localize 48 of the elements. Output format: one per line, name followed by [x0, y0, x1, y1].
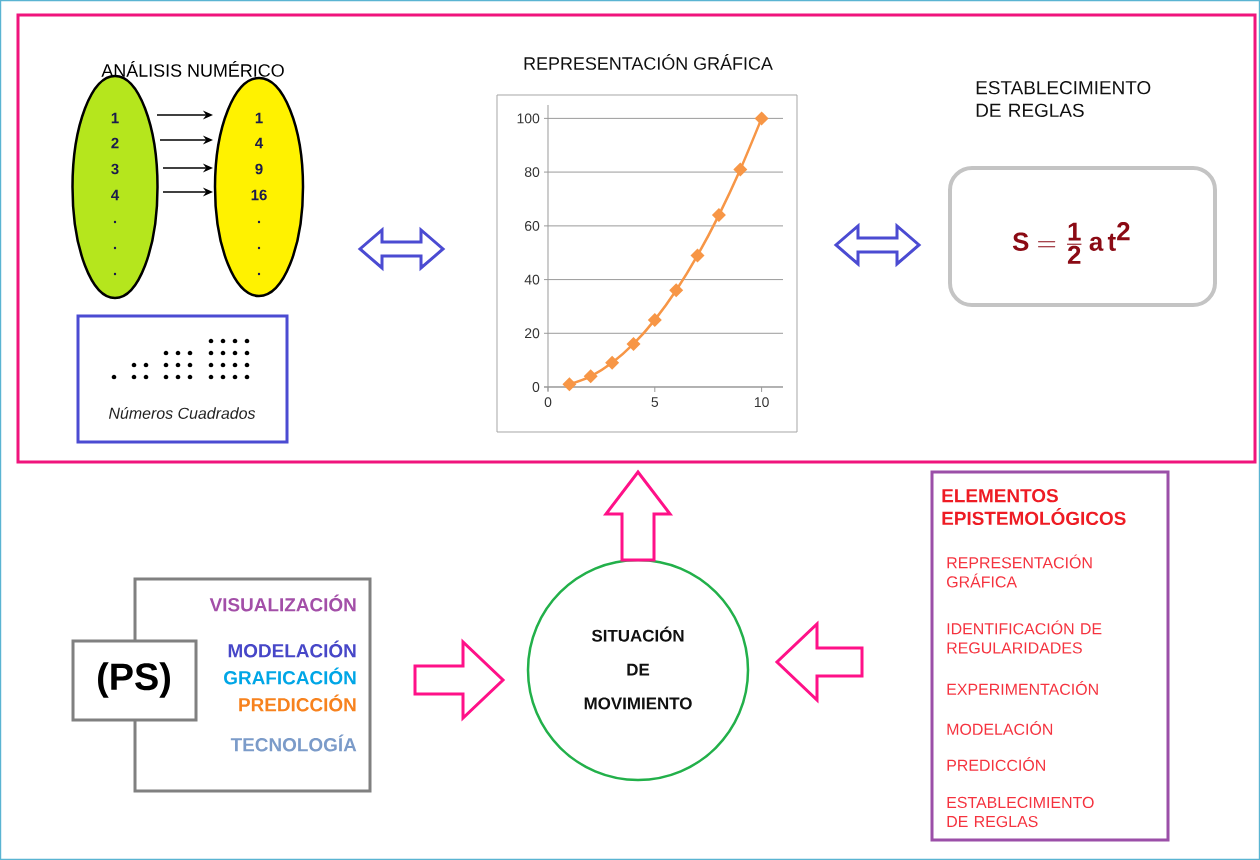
- number: 4: [111, 189, 120, 201]
- list-item: MODELACIÓN: [947, 721, 1053, 735]
- list-item: EXPERIMENTACIÓN: [947, 681, 1098, 695]
- list-item: TECNOLOGÍA: [230, 734, 357, 752]
- box-label: (PS): [98, 662, 170, 698]
- formula: $\textbf{S}=\frac{\textbf{1}}{\textbf{2}}\,\textbf{a}\,\textbf{t}^{\textbf{2}}$: [1012, 222, 1130, 264]
- list-item: REPRESENTACIÓN GRÁFICA: [947, 554, 1092, 588]
- number: 3: [111, 163, 119, 175]
- number: 2: [111, 137, 119, 149]
- number: .: [257, 220, 261, 224]
- block-arrow: [774, 620, 864, 704]
- tick-label: 0: [532, 382, 540, 392]
- number: .: [113, 246, 117, 250]
- number: 1: [111, 112, 119, 124]
- tick-label: 40: [524, 274, 540, 285]
- block-arrow: [357, 226, 446, 272]
- tick-label: 80: [524, 167, 540, 178]
- list-item: ESTABLECIMIENTO DE REGLAS: [947, 796, 1094, 828]
- number: .: [257, 272, 261, 276]
- list-item: GRAFICACIÓN: [224, 667, 356, 685]
- picture-label: Números Cuadrados: [108, 407, 256, 419]
- list-item: MODELACIÓN: [228, 640, 356, 658]
- block-arrow: [603, 469, 674, 562]
- chart-title: REPRESENTACIÓN GRÁFICA: [524, 54, 773, 70]
- heading: ELEMENTOS EPISTEMOLÓGICOS: [942, 488, 1126, 526]
- block-arrow: [413, 638, 506, 722]
- tick-label: 10: [754, 397, 769, 408]
- number: .: [113, 272, 117, 276]
- number: 1: [255, 112, 263, 124]
- list-item: VISUALIZACIÓN: [209, 594, 356, 612]
- circle-label: SITUACIÓN DE MOVIMIENTO: [584, 626, 692, 710]
- tick-label: 60: [525, 220, 540, 231]
- section-title: ANÁLISIS NUMÉRICO: [101, 61, 284, 77]
- heading: ESTABLECIMIENTO DE REGLAS: [976, 80, 1151, 118]
- block-arrow: [833, 222, 922, 268]
- list-item: PREDICCIÓN: [239, 694, 356, 712]
- tick-label: 5: [651, 397, 659, 407]
- list-item: PREDICCIÓN: [947, 757, 1045, 771]
- number: .: [113, 220, 117, 224]
- list-item: IDENTIFICACIÓN DE REGULARIDADES: [947, 620, 1102, 654]
- tick-label: 20: [525, 328, 540, 339]
- number: 16: [251, 189, 267, 201]
- number: 4: [255, 137, 264, 149]
- tick-label: 0: [544, 397, 552, 408]
- number: 9: [255, 163, 263, 175]
- number: .: [257, 246, 261, 250]
- panel-frame: [16, 13, 1257, 464]
- tick-label: 100: [517, 113, 540, 124]
